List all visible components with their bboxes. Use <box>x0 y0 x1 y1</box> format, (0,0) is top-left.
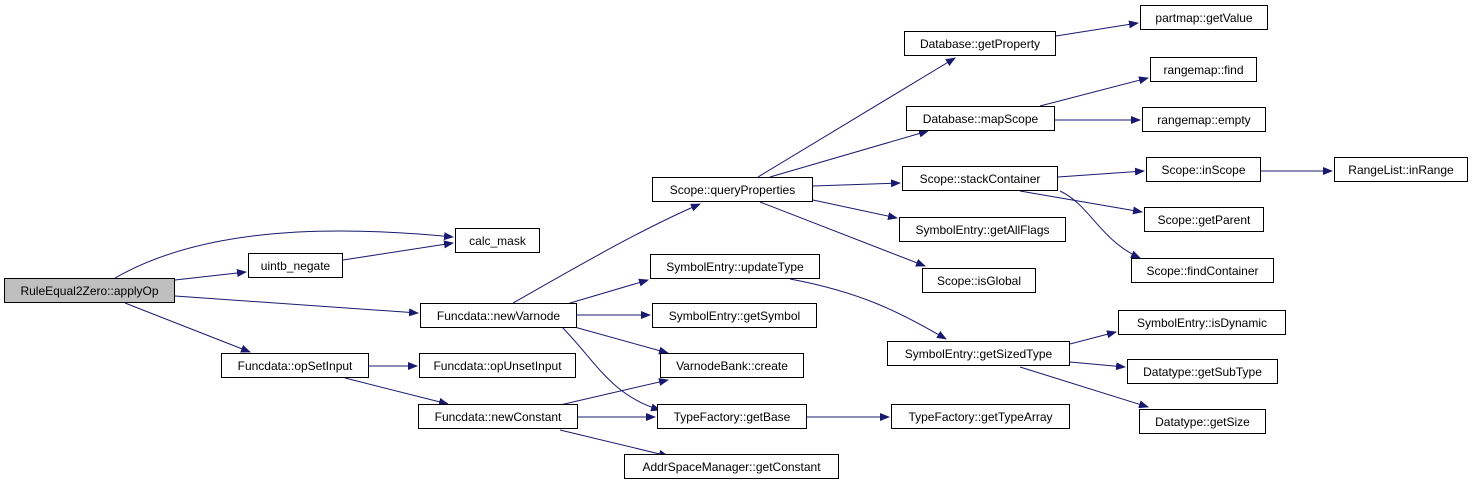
node-datatype-get-size[interactable]: Datatype::getSize <box>1139 409 1266 434</box>
node-is-dynamic[interactable]: SymbolEntry::isDynamic <box>1118 310 1286 335</box>
node-type-factory-get-base[interactable]: TypeFactory::getBase <box>657 404 807 429</box>
node-scope-get-parent[interactable]: Scope::getParent <box>1144 207 1264 232</box>
edge-query-properties-all-flags <box>812 199 898 221</box>
edge-map-scope-rangemap-find <box>1039 76 1149 107</box>
node-calc-mask[interactable]: calc_mask <box>455 228 540 253</box>
node-apply-op: RuleEqual2Zero::applyOp <box>4 278 175 303</box>
edge-new-varnode-query-properties <box>512 203 701 304</box>
node-uintb-negate[interactable]: uintb_negate <box>248 253 343 278</box>
edge-new-varnode-update-type <box>559 278 649 307</box>
node-op-set-input[interactable]: Funcdata::opSetInput <box>221 353 369 378</box>
edge-new-varnode-type-factory <box>559 324 661 412</box>
edge-applyop-new-varnode <box>174 295 419 317</box>
edge-new-constant-varnode-bank <box>559 378 669 406</box>
node-get-constant[interactable]: AddrSpaceManager::getConstant <box>624 454 839 479</box>
node-scope-find-container[interactable]: Scope::findContainer <box>1131 258 1274 283</box>
node-scope-in-scope[interactable]: Scope::inScope <box>1146 157 1261 182</box>
node-database-map-scope[interactable]: Database::mapScope <box>906 106 1055 131</box>
edge-query-properties-is-global <box>759 201 926 267</box>
edge-update-type-sized-type <box>789 278 947 340</box>
node-varnode-bank-create[interactable]: VarnodeBank::create <box>660 353 804 378</box>
node-rangemap-empty[interactable]: rangemap::empty <box>1142 107 1266 132</box>
node-scope-stack-container[interactable]: Scope::stackContainer <box>902 166 1058 191</box>
edge-stack-container-find-container <box>1059 190 1141 259</box>
node-query-properties[interactable]: Scope::queryProperties <box>652 177 813 202</box>
edge-stack-container-get-parent <box>1019 190 1143 215</box>
edge-sized-type-is-dynamic <box>1069 330 1117 345</box>
edge-applyop-calc-mask <box>114 230 454 279</box>
node-update-type[interactable]: SymbolEntry::updateType <box>650 254 820 279</box>
edge-op-set-input-new-constant <box>344 377 449 406</box>
edge-sized-type-sub-type <box>1069 361 1126 371</box>
node-database-get-property[interactable]: Database::getProperty <box>904 31 1056 56</box>
edge-uintb-negate-calc-mask <box>342 240 454 261</box>
node-datatype-get-sub-type[interactable]: Datatype::getSubType <box>1127 359 1278 384</box>
edge-applyop-op-set-input <box>124 302 251 353</box>
edge-new-constant-get-constant <box>559 429 669 458</box>
node-range-list-in-range[interactable]: RangeList::inRange <box>1334 157 1468 182</box>
node-get-symbol[interactable]: SymbolEntry::getSymbol <box>652 303 817 328</box>
edge-get-property-partmap <box>1055 20 1139 37</box>
edge-query-properties-get-property <box>757 57 956 178</box>
node-scope-is-global[interactable]: Scope::isGlobal <box>922 268 1036 293</box>
edge-stack-container-in-scope <box>1057 167 1145 178</box>
node-partmap-get-value[interactable]: partmap::getValue <box>1140 5 1268 30</box>
edge-applyop-uintb-negate <box>174 269 247 281</box>
node-get-all-flags[interactable]: SymbolEntry::getAllFlags <box>899 217 1066 242</box>
node-new-constant[interactable]: Funcdata::newConstant <box>418 404 578 429</box>
node-new-varnode[interactable]: Funcdata::newVarnode <box>420 303 577 328</box>
edge-query-properties-map-scope <box>769 129 929 178</box>
edge-sized-type-get-size <box>1019 366 1149 409</box>
node-get-sized-type[interactable]: SymbolEntry::getSizedType <box>887 341 1070 366</box>
edge-new-varnode-varnode-bank <box>559 322 669 355</box>
node-get-type-array[interactable]: TypeFactory::getTypeArray <box>891 404 1070 429</box>
edge-query-properties-stack-container <box>812 179 901 188</box>
node-op-unset-input[interactable]: Funcdata::opUnsetInput <box>419 353 576 378</box>
node-rangemap-find[interactable]: rangemap::find <box>1150 57 1257 82</box>
